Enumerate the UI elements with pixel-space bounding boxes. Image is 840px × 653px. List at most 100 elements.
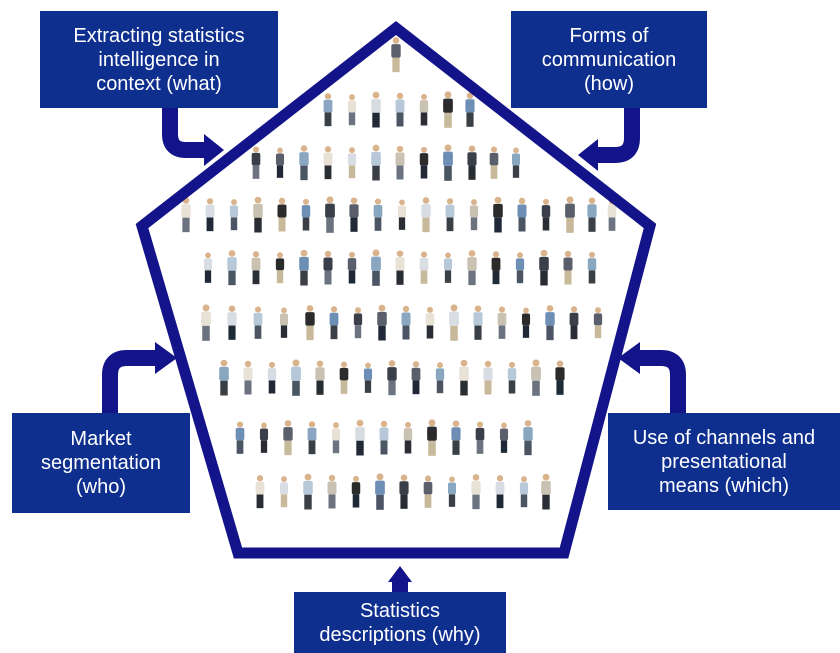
arrowhead-which <box>618 342 640 374</box>
person-figure <box>227 250 237 286</box>
person-figure <box>275 147 285 178</box>
person-figure <box>339 361 349 394</box>
person-figure <box>347 94 357 126</box>
person-figure <box>201 304 211 341</box>
person-figure <box>497 306 507 339</box>
person-figure <box>445 198 455 232</box>
person-figure <box>299 249 309 286</box>
person-figure <box>489 146 499 179</box>
person-figure <box>305 305 315 341</box>
person-figure <box>425 306 435 339</box>
person-figure <box>507 361 517 394</box>
person-figure <box>587 197 597 232</box>
person-figure <box>277 197 287 232</box>
person-figure <box>541 473 551 510</box>
person-figure <box>229 199 239 231</box>
person-figure <box>587 251 597 284</box>
crowd-image <box>181 37 617 510</box>
person-figure <box>447 476 457 507</box>
person-figure <box>451 420 461 455</box>
arrow-which <box>640 350 686 422</box>
person-figure <box>459 359 469 396</box>
person-figure <box>397 199 407 230</box>
person-figure <box>401 305 411 340</box>
person-figure <box>391 37 401 73</box>
person-figure <box>475 421 485 454</box>
person-figure <box>347 147 357 179</box>
person-figure <box>541 198 551 231</box>
person-figure <box>395 250 405 285</box>
person-figure <box>493 196 503 233</box>
person-figure <box>327 474 337 509</box>
person-figure <box>253 306 263 339</box>
person-figure <box>303 473 313 510</box>
person-figure <box>519 476 529 508</box>
person-figure <box>323 93 333 127</box>
person-figure <box>395 145 405 180</box>
person-figure <box>301 198 311 231</box>
person-figure <box>353 307 363 339</box>
arrow-who <box>102 350 155 413</box>
person-figure <box>363 362 373 393</box>
person-figure <box>323 250 333 285</box>
person-figure <box>563 250 573 285</box>
person-figure <box>545 305 555 341</box>
person-figure <box>253 196 263 233</box>
person-figure <box>227 305 237 340</box>
person-figure <box>539 249 549 286</box>
box-what: Extracting statistics intelligence in co… <box>40 11 278 108</box>
person-figure <box>371 249 381 286</box>
person-figure <box>379 420 389 455</box>
person-figure <box>291 359 301 396</box>
person-figure <box>349 197 359 232</box>
person-figure <box>531 359 541 396</box>
person-figure <box>403 421 413 454</box>
person-figure <box>325 196 335 233</box>
person-figure <box>421 197 431 233</box>
person-figure <box>387 360 397 396</box>
person-figure <box>419 251 429 284</box>
person-figure <box>279 476 289 508</box>
person-figure <box>423 475 433 508</box>
person-figure <box>499 422 509 453</box>
person-figure <box>593 307 603 339</box>
person-figure <box>371 91 381 128</box>
person-figure <box>255 475 265 509</box>
arrowhead-how <box>578 139 598 171</box>
person-figure <box>243 360 253 395</box>
person-figure <box>565 196 575 233</box>
person-figure <box>449 304 459 341</box>
person-figure <box>351 475 361 508</box>
person-figure <box>331 422 341 454</box>
arrowhead-what <box>204 134 224 166</box>
person-figure <box>483 360 493 395</box>
person-figure <box>399 474 409 509</box>
arrowhead-why <box>388 566 412 582</box>
person-figure <box>205 198 215 232</box>
person-figure <box>219 359 229 396</box>
arrow-how <box>598 108 640 163</box>
pentagon-frame <box>135 21 657 559</box>
person-figure <box>329 306 339 340</box>
box-why: Statistics descriptions (why) <box>294 592 506 653</box>
person-figure <box>569 306 579 340</box>
person-figure <box>469 199 479 231</box>
person-figure <box>251 251 261 285</box>
person-figure <box>275 252 285 284</box>
box-which: Use of channels and presentational means… <box>608 413 840 510</box>
person-figure <box>555 360 565 395</box>
person-figure <box>181 197 191 233</box>
person-figure <box>419 93 429 126</box>
person-figure <box>443 144 453 181</box>
person-figure <box>315 360 325 395</box>
person-figure <box>283 420 293 456</box>
person-figure <box>419 146 429 179</box>
person-figure <box>467 250 477 286</box>
person-figure <box>375 473 385 510</box>
person-figure <box>491 251 501 285</box>
person-figure <box>473 305 483 340</box>
person-figure <box>299 145 309 181</box>
person-figure <box>235 421 245 454</box>
person-figure <box>427 419 437 456</box>
